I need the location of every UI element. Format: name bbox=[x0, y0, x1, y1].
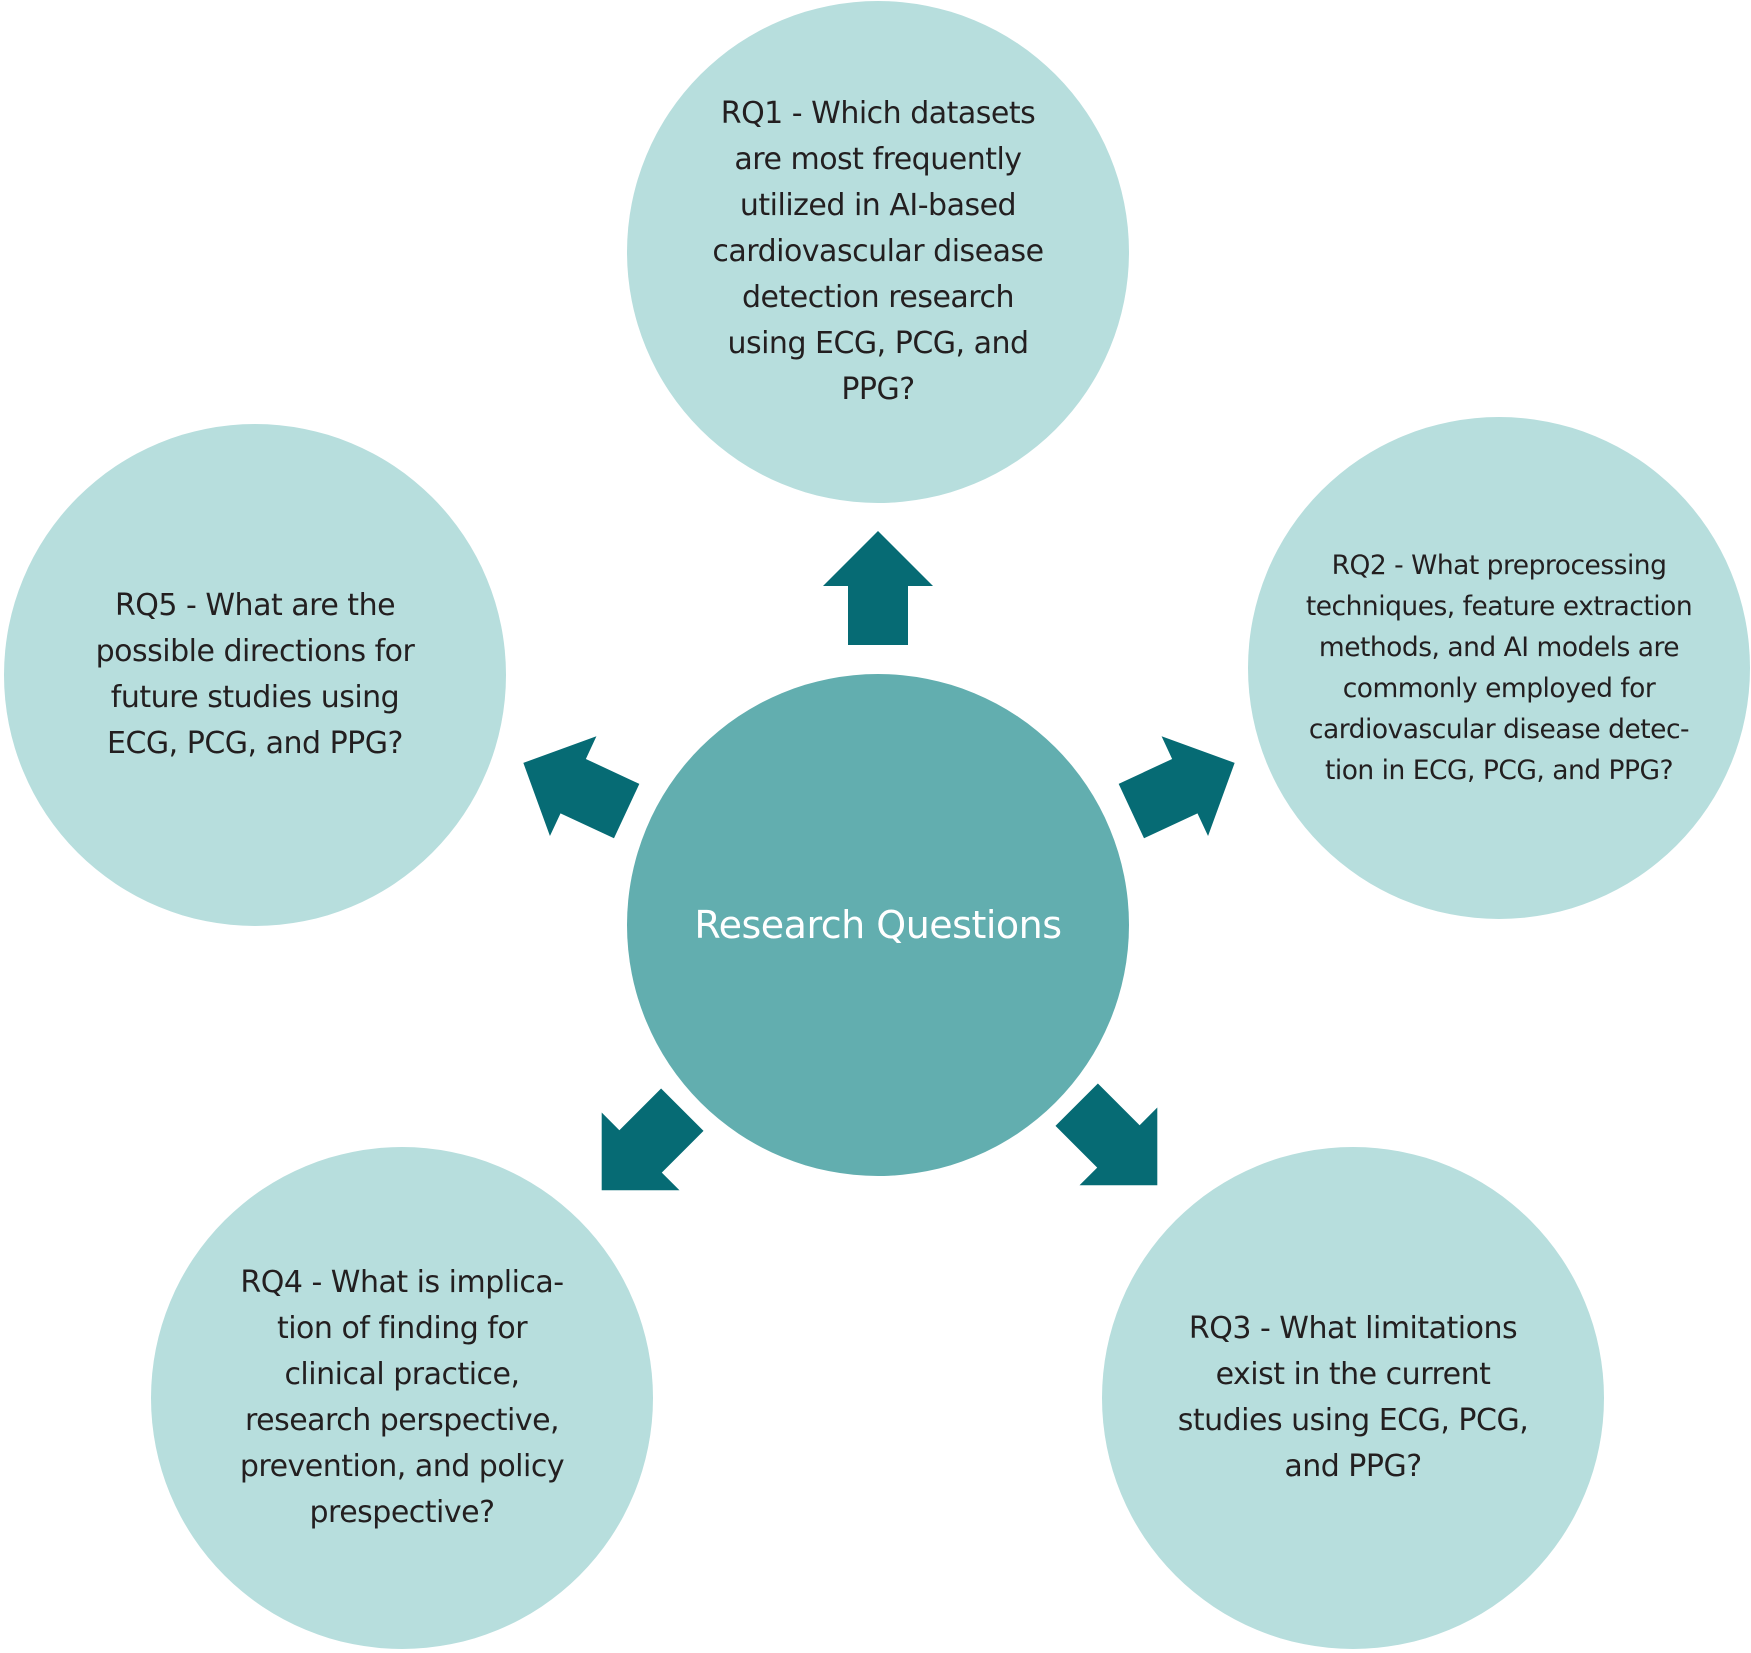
rq4-line: research perspective, bbox=[244, 1403, 560, 1438]
rq4-node: RQ4 - What is implica- tion of finding f… bbox=[151, 1147, 653, 1649]
rq1-line: PPG? bbox=[841, 372, 915, 407]
rq4-line: tion of finding for bbox=[276, 1311, 528, 1346]
rq1-line: detection research bbox=[741, 280, 1015, 315]
rq2-line: techniques, feature extraction bbox=[1305, 591, 1693, 622]
rq2-line: cardiovascular disease detec- bbox=[1308, 714, 1690, 745]
rq5-line: ECG, PCG, and PPG? bbox=[107, 726, 403, 761]
rq2-line: commonly employed for bbox=[1342, 673, 1656, 704]
rq4-line: RQ4 - What is implica- bbox=[240, 1265, 564, 1300]
rq3-line: exist in the current bbox=[1215, 1357, 1491, 1392]
rq1-line: using ECG, PCG, and bbox=[727, 326, 1029, 361]
rq2-line: tion in ECG, PCG, and PPG? bbox=[1324, 755, 1674, 786]
rq2-node: RQ2 - What preprocessing techniques, fea… bbox=[1248, 417, 1750, 919]
rq1-line: RQ1 - Which datasets bbox=[720, 96, 1036, 131]
rq4-line: clinical practice, bbox=[284, 1357, 520, 1392]
arrow-to-rq5 bbox=[500, 713, 650, 861]
rq1-line: cardiovascular disease bbox=[712, 234, 1044, 269]
rq4-line: prespective? bbox=[309, 1495, 495, 1530]
rq1-node: RQ1 - Which datasets are most frequently… bbox=[627, 1, 1129, 503]
rq2-line: methods, and AI models are bbox=[1318, 632, 1680, 663]
rq5-line: RQ5 - What are the bbox=[114, 588, 396, 623]
center-label: Research Questions bbox=[694, 903, 1062, 947]
rq2-line: RQ2 - What preprocessing bbox=[1331, 550, 1667, 581]
arrow-to-rq1 bbox=[823, 531, 933, 645]
rq5-line: possible directions for bbox=[95, 634, 415, 669]
rq3-node: RQ3 - What limitations exist in the curr… bbox=[1102, 1147, 1604, 1649]
rq4-line: prevention, and policy bbox=[239, 1449, 565, 1484]
rq3-line: RQ3 - What limitations bbox=[1188, 1311, 1518, 1346]
rq5-node: RQ5 - What are the possible directions f… bbox=[4, 424, 506, 926]
rq3-line: and PPG? bbox=[1284, 1449, 1422, 1484]
center-node: Research Questions bbox=[627, 674, 1129, 1176]
rq1-line: utilized in AI-based bbox=[739, 188, 1017, 223]
rq5-line: future studies using bbox=[110, 680, 400, 715]
rq1-line: are most frequently bbox=[734, 142, 1022, 177]
rq3-line: studies using ECG, PCG, bbox=[1177, 1403, 1529, 1438]
arrow-to-rq2 bbox=[1108, 713, 1258, 861]
